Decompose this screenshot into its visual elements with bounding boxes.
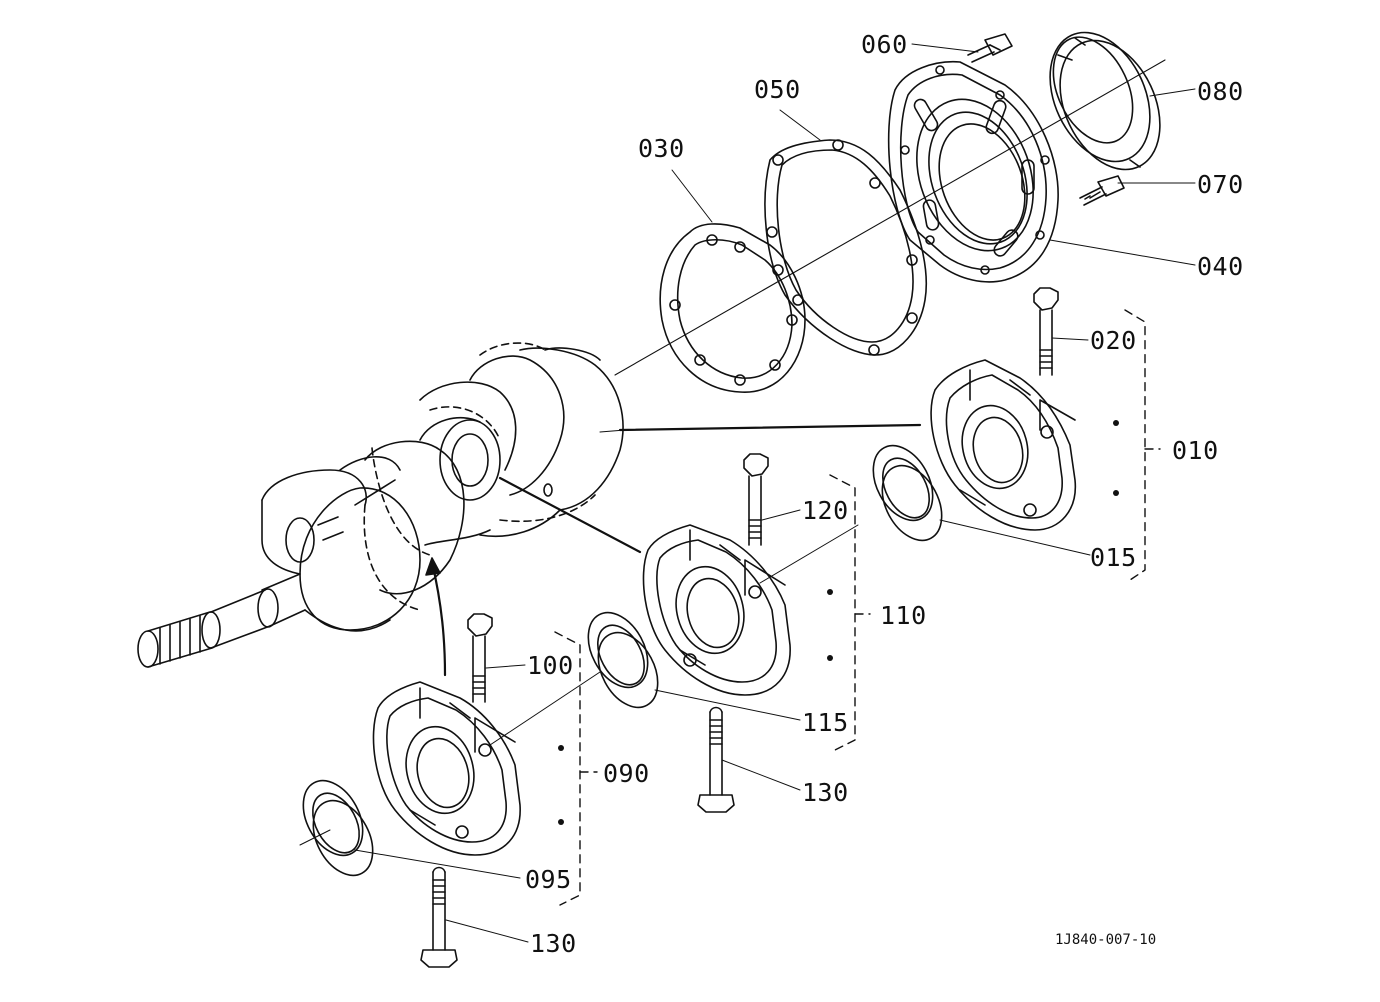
drawing-reference-code: 1J840-007-10	[1055, 932, 1157, 948]
leader-lines	[300, 44, 1195, 942]
callout-030: 030	[638, 134, 685, 163]
bearing-015	[861, 435, 953, 550]
gasket-030	[660, 224, 805, 392]
callout-130-lower: 130	[530, 929, 577, 958]
bolt-130-middle	[698, 708, 734, 813]
callout-100: 100	[527, 651, 574, 680]
callout-060: 060	[861, 30, 908, 59]
bearing-case-010	[931, 360, 1075, 530]
callout-015: 015	[1090, 543, 1137, 572]
callout-095: 095	[525, 865, 572, 894]
bearing-case-110	[643, 525, 790, 695]
callout-020: 020	[1090, 326, 1137, 355]
bolt-130-lower	[421, 868, 457, 968]
callout-110: 110	[880, 601, 927, 630]
bolt-100	[468, 614, 492, 702]
callout-010: 010	[1172, 436, 1219, 465]
bearing-115	[576, 602, 669, 717]
assembly-axis-lines	[500, 60, 1165, 552]
callout-120: 120	[802, 496, 849, 525]
callout-130-middle: 130	[802, 778, 849, 807]
bolt-120	[744, 454, 768, 545]
crankshaft	[138, 343, 623, 667]
callout-090: 090	[603, 759, 650, 788]
bolt-020	[1034, 288, 1058, 375]
assembly-arrow	[426, 558, 445, 675]
callout-080: 080	[1197, 77, 1244, 106]
bearing-case-090	[373, 682, 520, 855]
callout-070: 070	[1197, 170, 1244, 199]
callout-040: 040	[1197, 252, 1244, 281]
bolt-070	[1080, 176, 1124, 205]
bolt-060	[968, 34, 1012, 62]
callout-050: 050	[754, 75, 801, 104]
assembly-dots[interactable]	[558, 420, 1119, 825]
assembly-brackets	[555, 310, 1160, 905]
callout-115: 115	[802, 708, 849, 737]
gasket-050	[765, 140, 926, 355]
oil-seal-080	[1030, 16, 1179, 185]
housing-040	[889, 62, 1058, 282]
bearing-095	[291, 770, 384, 885]
